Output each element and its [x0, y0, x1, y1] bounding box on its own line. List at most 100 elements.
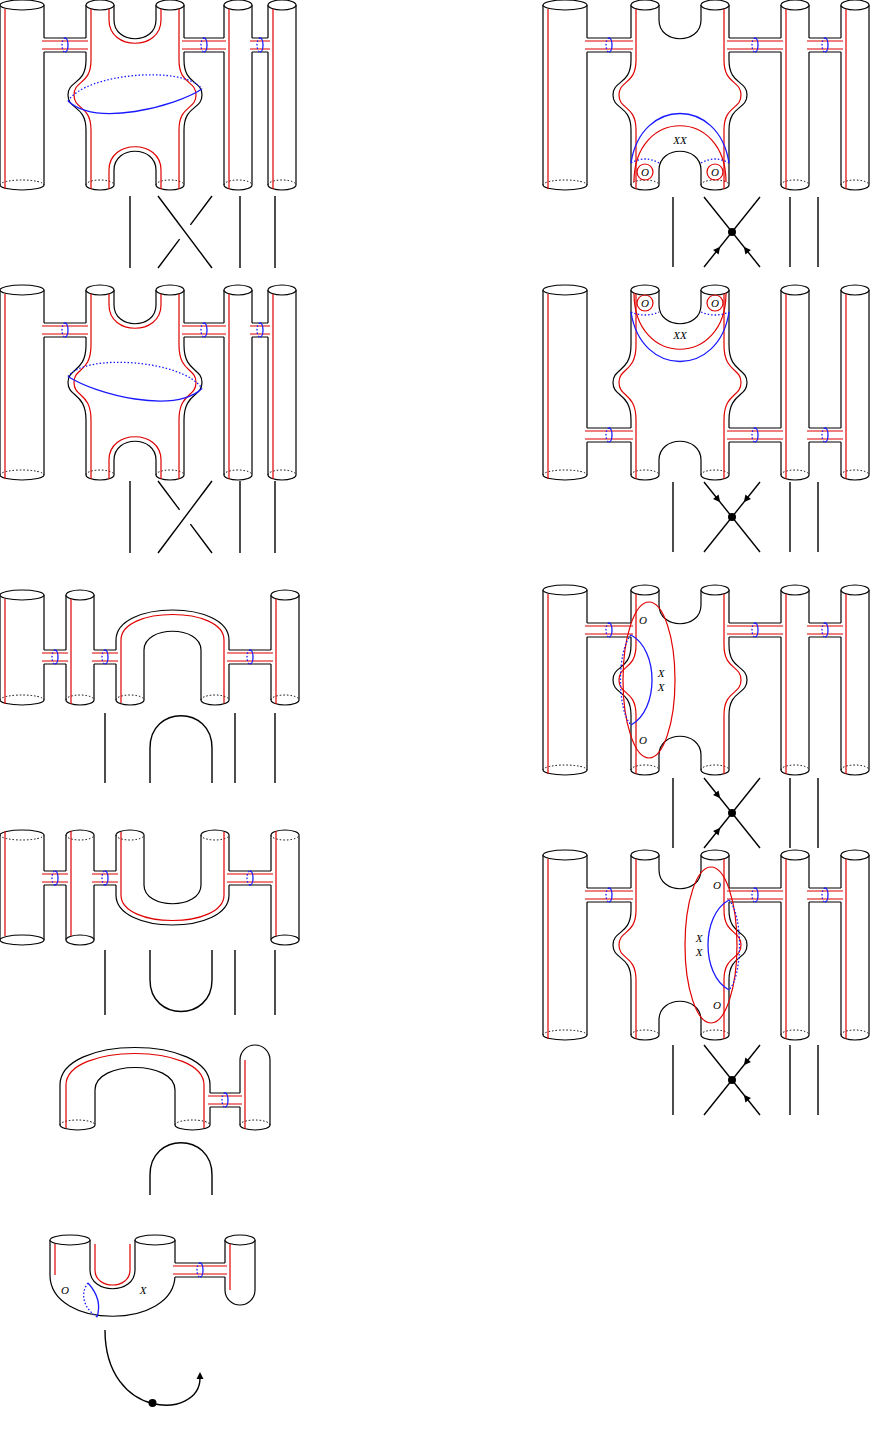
surface-mark: XX [672, 330, 687, 341]
boundary-circle-front [116, 830, 144, 835]
red-curve [4, 831, 5, 936]
boundary-circle [841, 850, 869, 860]
blue-circle-back [52, 650, 55, 664]
boundary-circle-back [701, 1030, 729, 1035]
boundary-circle-front [268, 185, 296, 190]
arrowhead [713, 247, 720, 255]
boundary-circle-back [156, 470, 184, 475]
red-curve [92, 874, 118, 882]
red-curve [109, 437, 161, 479]
blue-circle-back [606, 888, 609, 902]
tangle-strand [104, 713, 105, 783]
red-curve [109, 147, 161, 189]
cylinder-outline [271, 595, 299, 700]
red-curve [66, 1054, 204, 1129]
red-curve [70, 599, 71, 704]
cylinder-outline [0, 595, 44, 700]
red-curve [4, 599, 5, 704]
surface-fill [841, 590, 869, 770]
surface-mark: O [638, 735, 648, 746]
red-curve [4, 294, 5, 479]
surface-mark: X [139, 1285, 148, 1296]
red-curve [724, 9, 741, 189]
boundary-circle-back [701, 470, 729, 475]
boundary-circle [0, 285, 44, 295]
surface-fill [543, 855, 587, 1035]
cylinder-outline [0, 290, 44, 475]
surface-fill [0, 835, 44, 940]
boundary-circle [631, 0, 659, 10]
blue-circle-back [102, 650, 105, 664]
surface-fill [50, 1240, 175, 1316]
red-loop [685, 867, 737, 1023]
tangle-strand [789, 1045, 790, 1115]
surface-fill [841, 5, 869, 185]
surface-fill [0, 595, 44, 700]
surface-mark: O [638, 615, 648, 626]
blue-curve [631, 635, 652, 725]
boundary-circle-front [543, 770, 587, 775]
surface-fill [268, 5, 296, 185]
red-curve [275, 831, 276, 936]
boundary-circle [781, 285, 809, 295]
cylinder-outline [841, 290, 869, 475]
saddle-outline [613, 5, 747, 185]
tangle-cup [150, 950, 212, 1012]
tube-outline [729, 888, 781, 902]
red-curve [54, 1244, 55, 1275]
boundary-circle-back [224, 180, 252, 185]
boundary-circle-front [268, 475, 296, 480]
surface-fill [613, 290, 747, 475]
blue-circle-back [822, 38, 825, 52]
boundary-circle-back [175, 1120, 210, 1125]
boundary-circle [701, 285, 729, 295]
saddle-outline [68, 5, 202, 185]
red-curve [785, 9, 786, 189]
blue-circle [204, 38, 207, 52]
red-curve [845, 594, 846, 774]
boundary-circle [841, 585, 869, 595]
arrowhead [713, 495, 720, 503]
surface-mark: X [695, 933, 704, 944]
boundary-circle-back [0, 180, 44, 185]
arrowhead [744, 247, 751, 255]
tangle-strand [158, 196, 212, 268]
boundary-circle [781, 585, 809, 595]
boundary-circle [156, 285, 184, 295]
blue-circle [755, 623, 758, 637]
boundary-circle [135, 1235, 175, 1245]
blue-curve [631, 312, 729, 362]
surface-fill [781, 290, 809, 475]
tangle-strand [239, 481, 240, 553]
boundary-circle-front [66, 830, 94, 835]
boundary-circle-back [631, 180, 659, 185]
tube-outline [229, 650, 271, 664]
tangle-strand [817, 1045, 818, 1115]
singular-point [728, 228, 736, 236]
cylinder-outline [841, 5, 869, 185]
surface-fill [68, 290, 202, 475]
surface-fill [228, 650, 273, 664]
surface-fill [271, 595, 299, 700]
surface-fill [728, 623, 783, 637]
blue-circle [55, 650, 58, 664]
blue-circle [105, 650, 108, 664]
surface-fill [183, 38, 226, 52]
tangle-strand [672, 778, 673, 848]
surface-fill [68, 5, 202, 185]
surface-fill [728, 888, 783, 902]
surface-fill [224, 5, 252, 185]
arrowhead [744, 1095, 751, 1103]
tangle-strand [274, 196, 275, 268]
boundary-circle-back [271, 695, 299, 700]
red-curve [727, 41, 783, 49]
boundary-circle-back [268, 180, 296, 185]
blue-circle-back [201, 323, 204, 337]
blue-curve [631, 114, 729, 164]
surface-fill [43, 323, 88, 337]
blue-saddle-back [68, 362, 202, 388]
singular-point [728, 1076, 736, 1084]
blue-curve-back [631, 159, 729, 163]
tangle-strand [704, 197, 760, 267]
